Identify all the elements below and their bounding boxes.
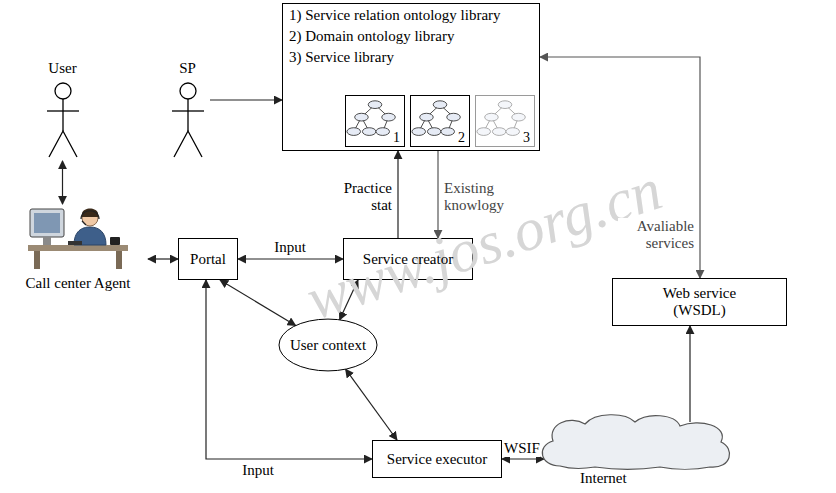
figure-legs — [49, 131, 77, 157]
call-center-agent-picture — [28, 205, 128, 269]
process-box: Service executor — [372, 440, 502, 478]
tree-node — [427, 128, 441, 136]
node-label: SP — [179, 60, 196, 77]
tree-node — [441, 128, 455, 136]
connector-arrow — [148, 258, 178, 259]
stick-figure — [168, 81, 208, 159]
desk-leg — [116, 251, 122, 269]
connector-arrow — [62, 161, 63, 204]
node-label: Web service (WSDL) — [645, 285, 755, 319]
monitor-screen — [34, 213, 60, 233]
node-label: 3) Service library — [289, 47, 533, 68]
tree-node — [477, 128, 491, 136]
node-label: User context — [290, 337, 366, 354]
edge-label: WSIF — [504, 440, 540, 457]
connector-arrow — [346, 369, 397, 440]
callout-number: 3 — [523, 130, 530, 145]
figure-head — [55, 83, 71, 99]
tree-node — [447, 113, 461, 121]
stick-figure-lines — [47, 83, 79, 157]
keyboard — [68, 241, 82, 245]
node-label: Service executor — [387, 451, 487, 468]
headset — [81, 211, 99, 219]
desk — [28, 245, 128, 251]
ontology-tree-box: 3 — [475, 95, 535, 147]
node-label: Internet — [580, 470, 627, 487]
tree-node — [420, 113, 434, 121]
figure-head — [180, 83, 196, 99]
tree-node — [412, 128, 426, 136]
connector-arrow — [502, 458, 544, 459]
actor-figure: SP — [165, 60, 210, 160]
connector-arrow — [220, 280, 296, 326]
process-box: Web service (WSDL) — [612, 278, 787, 326]
stick-figure-lines — [172, 83, 204, 157]
tree-node — [498, 101, 512, 109]
node-label: Service creator — [363, 251, 453, 268]
edge-label: Existing knowlogy — [444, 180, 516, 214]
node-label: 2) Domain ontology library — [289, 26, 533, 47]
figure-body — [62, 99, 63, 131]
edge-label: Input — [242, 462, 274, 479]
node-label: User — [48, 60, 76, 77]
connector-arrow — [689, 326, 690, 422]
connector-arrow — [397, 151, 398, 238]
tree-node — [376, 128, 390, 136]
monitor-stand — [43, 237, 51, 245]
cloud-outline — [535, 412, 735, 470]
edge-label: Input — [274, 239, 306, 256]
tree-node — [355, 113, 369, 121]
connector-arrow — [210, 99, 282, 100]
agent-illustration: Call center Agent — [8, 205, 148, 297]
cloud-shape — [542, 415, 729, 470]
monitor — [30, 209, 64, 237]
node-label: 1) Service relation ontology library — [289, 5, 533, 26]
library-panel: 1) Service relation ontology library2) D… — [282, 3, 540, 151]
tree-node — [433, 101, 447, 109]
node-label: Call center Agent — [26, 275, 131, 292]
internet-cloud: Internet — [535, 412, 735, 470]
tree-node — [347, 128, 361, 136]
edge-label: Practice stat — [330, 180, 392, 214]
desk-leg — [34, 251, 40, 269]
callout-number: 1 — [393, 130, 400, 145]
tree-node — [382, 113, 396, 121]
ontology-tree-box: 2 — [410, 95, 470, 147]
tree-node — [492, 128, 506, 136]
tree-node — [485, 113, 499, 121]
telephone — [110, 237, 120, 245]
figure-legs — [174, 131, 202, 157]
tree-node — [506, 128, 520, 136]
tree-node — [512, 113, 526, 121]
node-label: Portal — [190, 251, 226, 268]
edge-label: Avaliable services — [618, 218, 694, 252]
tree-node — [362, 128, 376, 136]
headset-mic — [82, 221, 86, 225]
stick-figure — [43, 81, 83, 159]
figure-body — [187, 99, 188, 131]
ellipse-shape — [279, 319, 377, 371]
actor-figure: User — [35, 60, 90, 160]
process-box: Portal — [178, 238, 238, 280]
ontology-tree-box: 1 — [345, 95, 405, 147]
callout-number: 2 — [458, 130, 465, 145]
tree-node — [368, 101, 382, 109]
figure-arms — [47, 110, 79, 111]
figure-arms — [172, 110, 204, 111]
